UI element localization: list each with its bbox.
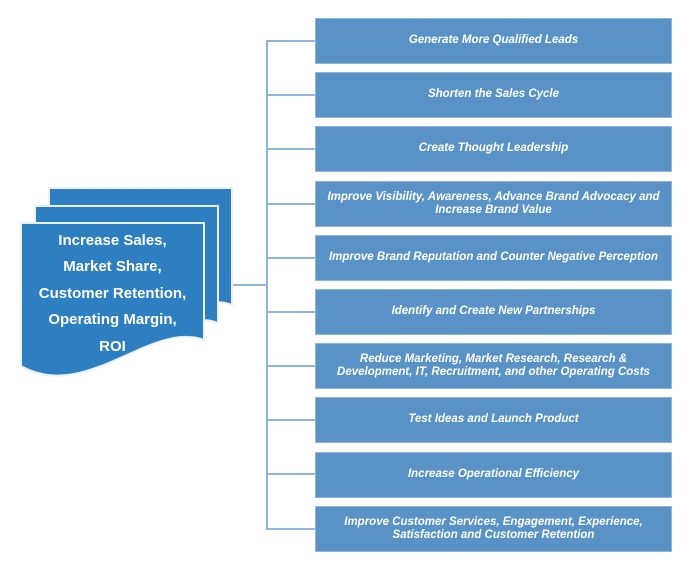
source-line: Operating Margin,	[48, 311, 177, 329]
goal-box: Test Ideas and Launch Product	[315, 397, 672, 443]
goal-box: Increase Operational Efficiency	[315, 452, 672, 498]
source-line: ROI	[99, 337, 126, 355]
goal-box: Identify and Create New Partnerships	[315, 289, 672, 335]
connector-lines	[230, 40, 316, 530]
goal-box: Improve Visibility, Awareness, Advance B…	[315, 181, 672, 227]
goal-box: Improve Customer Services, Engagement, E…	[315, 506, 672, 552]
goal-box: Shorten the Sales Cycle	[315, 72, 672, 118]
document-shape-front	[20, 222, 205, 377]
source-line: Increase Sales,	[58, 231, 167, 249]
goal-box: Create Thought Leadership	[315, 126, 672, 172]
source-line: Customer Retention,	[38, 284, 187, 302]
goal-box: Reduce Marketing, Market Research, Resea…	[315, 343, 672, 389]
source-line: Market Share,	[63, 258, 162, 276]
source-document-label: Increase Sales, Market Share, Customer R…	[21, 225, 204, 363]
goal-box: Improve Brand Reputation and Counter Neg…	[315, 235, 672, 281]
goal-box: Generate More Qualified Leads	[315, 18, 672, 64]
